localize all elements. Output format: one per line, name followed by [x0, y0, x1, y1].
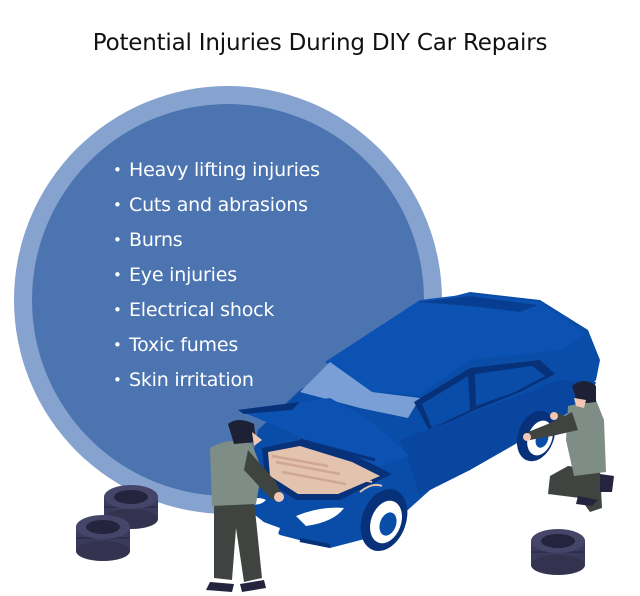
tire-stack-icon — [76, 485, 158, 561]
list-item: • Burns — [113, 223, 320, 258]
bullet-icon: • — [113, 231, 122, 249]
mechanic-left-icon — [206, 420, 284, 592]
bullet-icon: • — [113, 336, 122, 354]
list-item: • Electrical shock — [113, 293, 320, 328]
page-title: Potential Injuries During DIY Car Repair… — [92, 30, 548, 56]
bullet-icon: • — [113, 371, 122, 389]
list-item-label: Toxic fumes — [129, 334, 239, 356]
bullet-icon: • — [113, 161, 122, 179]
list-item: • Heavy lifting injuries — [113, 153, 320, 188]
list-item-label: Heavy lifting injuries — [129, 159, 320, 181]
bullet-icon: • — [113, 266, 122, 284]
bullet-icon: • — [113, 301, 122, 319]
list-item: • Skin irritation — [113, 363, 320, 398]
list-item: • Toxic fumes — [113, 328, 320, 363]
mechanic-right-icon — [523, 381, 614, 512]
tire-icon — [531, 529, 585, 575]
list-item-label: Burns — [129, 229, 183, 251]
list-item: • Cuts and abrasions — [113, 188, 320, 223]
list-item-label: Cuts and abrasions — [129, 194, 308, 216]
list-item-label: Skin irritation — [129, 369, 254, 391]
bullet-icon: • — [113, 196, 122, 214]
list-item-label: Eye injuries — [129, 264, 237, 286]
injury-list: • Heavy lifting injuries • Cuts and abrasi… — [113, 153, 320, 398]
list-item-label: Electrical shock — [129, 299, 275, 321]
car-icon — [238, 292, 600, 551]
list-item: • Eye injuries — [113, 258, 320, 293]
